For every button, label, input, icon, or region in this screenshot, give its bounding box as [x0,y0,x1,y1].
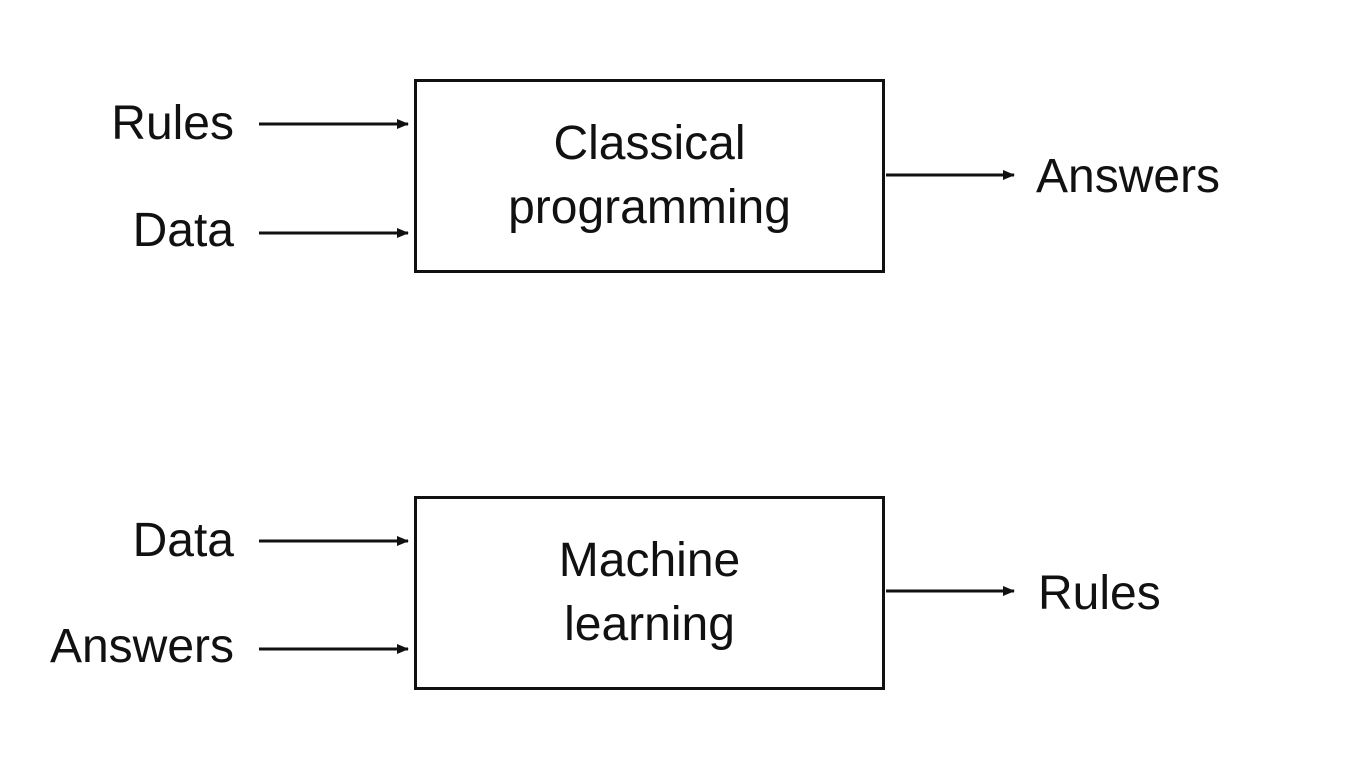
classical-input-data-label: Data [132,204,234,257]
ml-input-data-label: Data [132,514,234,567]
ml-title-line2: learning [564,598,735,651]
ml-title-line1: Machine [558,534,741,587]
ml-input-answers-label: Answers [49,620,234,673]
classical-title-line2: programming [508,181,791,234]
classical-input-rules-label: Rules [111,97,234,150]
classical-output-answers-label: Answers [1036,150,1221,203]
ml-output-rules-label: Rules [1038,567,1161,620]
machine-learning-box: Machine learning [414,496,885,690]
classical-programming-box: Classical programming [414,79,885,273]
classical-title-line1: Classical [553,117,746,170]
